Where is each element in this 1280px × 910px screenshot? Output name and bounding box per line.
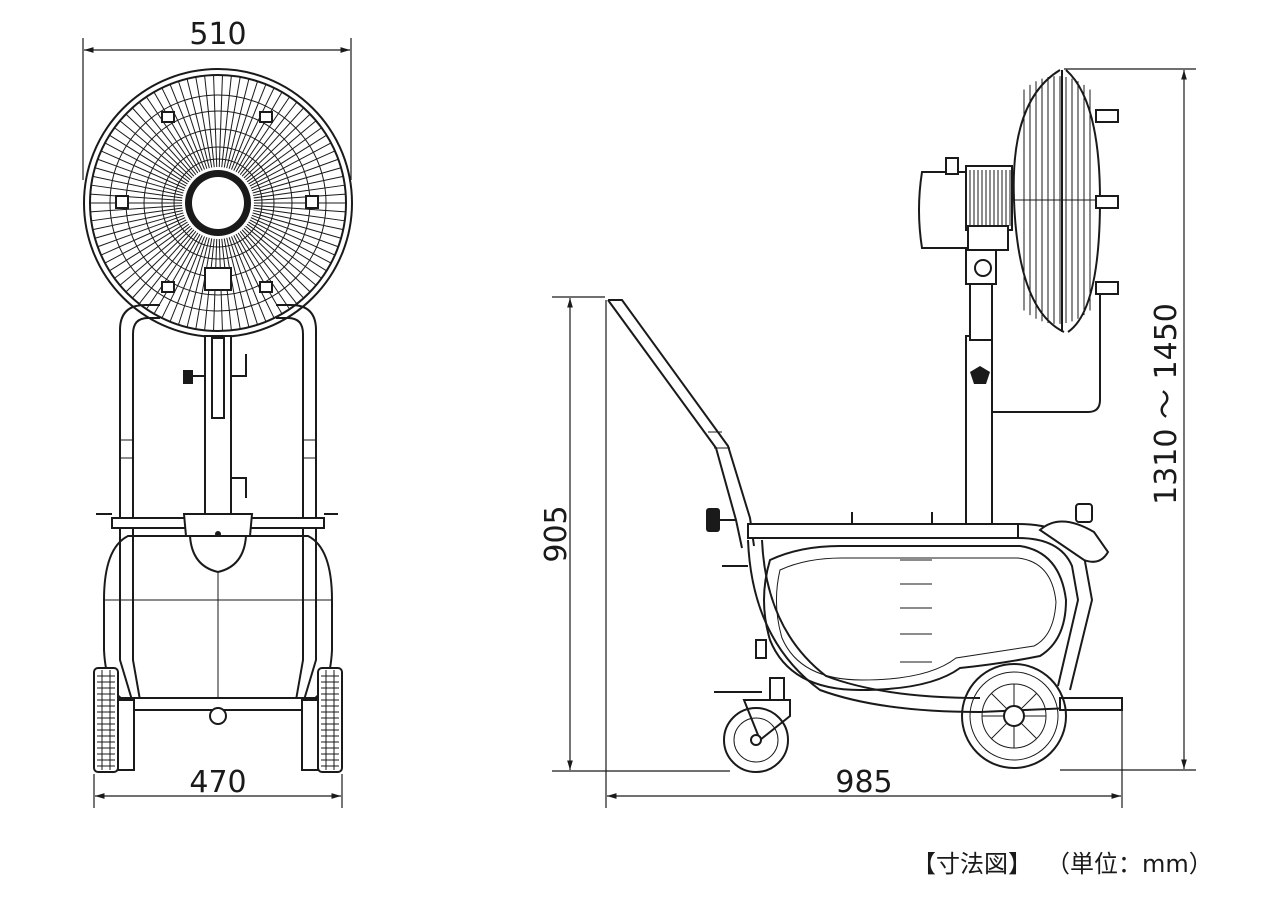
side-fan-guard — [1012, 69, 1102, 333]
side-height-range-label: 1310 ～ 1450 — [1149, 303, 1184, 505]
front-view: 510 — [82, 17, 353, 808]
front-right-wheel — [317, 667, 343, 773]
front-width-bottom-label: 470 — [189, 765, 246, 800]
side-rear-wheel — [961, 663, 1067, 769]
front-left-wheel — [93, 667, 119, 773]
drawing-caption: 【寸法図】 （単位：mm） — [912, 844, 1239, 879]
side-length-label: 985 — [835, 765, 892, 800]
side-caster — [714, 677, 791, 773]
fan-guard — [83, 68, 353, 338]
side-mist-nozzles — [992, 109, 1119, 413]
caption-unit: （単位：mm） — [1058, 850, 1213, 878]
side-height-handle-label: 905 — [539, 505, 574, 562]
side-view: 905 985 1310 ～ 1450 — [539, 68, 1196, 808]
front-width-top-label: 510 — [189, 17, 246, 52]
caption-title: 【寸法図】 — [912, 850, 1032, 878]
